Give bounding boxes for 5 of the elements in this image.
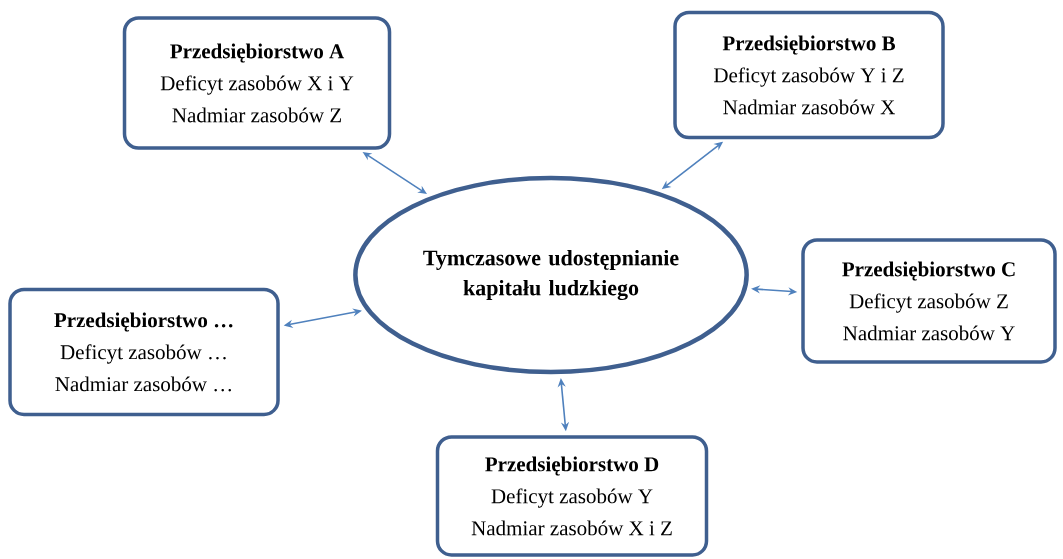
company-box: Przedsiębiorstwo B Deficyt zasobów Y i Z Nadmiar zasobów X <box>673 10 945 140</box>
company-box: Przedsiębiorstwo A Deficyt zasobów X i Y Nadmiar zasobów Z <box>122 16 392 150</box>
company-box: Przedsiębiorstwo C Deficyt zasobów Z Nadmiar zasobów Y <box>801 238 1057 364</box>
company-box: Przedsiębiorstwo … Deficyt zasobów … Nadmiar zasobów … <box>8 287 280 417</box>
company-box: Przedsiębiorstwo D Deficyt zasobów Y Nadmiar zasobów X i Z <box>435 435 709 557</box>
